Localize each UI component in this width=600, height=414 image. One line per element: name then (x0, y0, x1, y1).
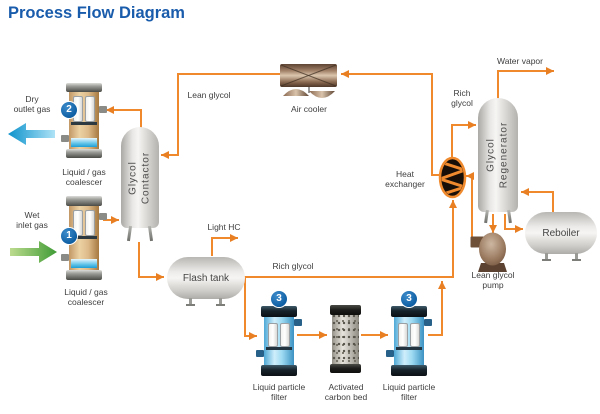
liquid-particle-filter-right (386, 306, 432, 376)
vessel-cap (391, 306, 427, 317)
coalescer-top-label: Liquid / gas coalescer (62, 167, 106, 188)
pipe-flashtank-to-filter1 (244, 277, 257, 340)
cartridge-tray (71, 236, 97, 239)
vessel-leg (219, 298, 222, 305)
filter-cartridge (73, 210, 83, 236)
coalescer-bottom-vessel (61, 196, 107, 280)
liquid-particle-filter-left (256, 306, 302, 376)
glycol-contactor-label: Glycol Contactor (127, 151, 152, 204)
air-cooler-fan (283, 89, 309, 96)
glycol-regenerator-vessel: Glycol Regenerator (478, 98, 518, 224)
vessel-cap (330, 364, 361, 373)
vessel-cap (66, 83, 102, 92)
filter-cartridge (85, 210, 95, 236)
cartridge-tray (266, 347, 292, 350)
lean-glycol-pump (470, 232, 507, 272)
pipe-regenerator-to-reboiler (504, 214, 523, 233)
reboiler-label: Reboiler (542, 227, 580, 239)
wet-inlet-gas-label: Wet inlet gas (16, 210, 48, 231)
nozzle (424, 319, 432, 326)
pipe-reboiler-to-regenerator (521, 188, 554, 212)
pipe-rich-glycol-main (240, 200, 457, 278)
cartridge-tray (71, 122, 97, 125)
pipe-contactor-to-flashtank (138, 242, 164, 281)
nozzle (61, 254, 69, 261)
step-badge-1: 1 (61, 228, 77, 244)
filter-right-label: Liquid particle filter (382, 382, 436, 403)
filter-cartridge (398, 323, 408, 347)
vessel-foot (572, 259, 581, 261)
coalescer-top-vessel (61, 83, 107, 158)
nozzle (99, 213, 107, 220)
filter-cartridge (280, 323, 290, 347)
rich-glycol-regenerator-label: Rich glycol (451, 88, 473, 109)
vessel-cap (66, 196, 102, 206)
dry-outlet-gas-arrow (8, 123, 55, 145)
glycol-regenerator-label: Glycol Regenerator (485, 121, 510, 189)
heat-exchanger (438, 156, 467, 199)
air-cooler-fan (309, 91, 335, 98)
reboiler-vessel: Reboiler (525, 212, 597, 261)
page-title: Process Flow Diagram (8, 4, 185, 22)
cartridge-tray (396, 347, 422, 350)
rich-glycol-label: Rich glycol (272, 261, 314, 271)
filter-left-label: Liquid particle filter (252, 382, 306, 403)
flash-tank-label: Flash tank (182, 272, 230, 284)
filter-cartridge (268, 323, 278, 347)
liquid-level (71, 138, 97, 147)
activated-carbon-bed-vessel (330, 305, 361, 373)
vessel-leg (575, 253, 578, 260)
pipe-contactor-top-to-coalescer2 (106, 106, 142, 134)
nozzle (256, 350, 264, 357)
flash-tank-vessel: Flash tank (167, 257, 245, 306)
filter-cartridge (410, 323, 420, 347)
pipe-pump-to-hx (466, 172, 474, 237)
wet-inlet-gas-arrow (10, 241, 57, 263)
lean-glycol-pump-label: Lean glycol pump (471, 270, 515, 291)
vessel-leg (189, 298, 192, 305)
pipe-hx-to-aircooler (341, 70, 441, 176)
pipe-hx-to-regenerator (451, 121, 476, 159)
dry-outlet-gas-label: Dry outlet gas (13, 94, 51, 115)
vessel-cap (391, 365, 427, 376)
nozzle (294, 319, 302, 326)
nozzle (386, 350, 394, 357)
nozzle (99, 106, 107, 113)
vessel-leg (545, 253, 548, 260)
water-vapor-label: Water vapor (497, 56, 543, 66)
air-cooler-label: Air cooler (291, 104, 327, 114)
air-cooler (280, 64, 337, 98)
step-badge-3-right: 3 (401, 291, 417, 307)
step-badge-2: 2 (61, 102, 77, 118)
glycol-contactor-vessel: Glycol Contactor (121, 127, 159, 242)
vessel-cap (66, 149, 102, 158)
coalescer-bottom-label: Liquid / gas coalescer (64, 287, 108, 308)
vessel-cap (66, 270, 102, 280)
vessel-foot (216, 304, 225, 306)
step-badge-3-left: 3 (271, 291, 287, 307)
pipe-aircooler-to-contactor (161, 73, 280, 159)
heat-exchanger-label: Heat exchanger (385, 169, 425, 190)
nozzle (61, 135, 69, 142)
activated-carbon-bed-label: Activated carbon bed (324, 382, 368, 403)
vessel-foot (186, 304, 195, 306)
vessel-cap (261, 306, 297, 317)
vessel-cap (261, 365, 297, 376)
liquid-level (71, 259, 97, 268)
light-hc-label: Light HC (207, 222, 241, 232)
vessel-cap (330, 305, 361, 315)
vessel-foot (542, 259, 551, 261)
lean-glycol-label: Lean glycol (187, 90, 231, 100)
filter-cartridge (85, 96, 95, 122)
pipe-regenerator-water-vapor (497, 67, 554, 99)
pipe-flashtank-light-hc (211, 234, 238, 256)
pipe-filter2-riser (428, 281, 446, 336)
